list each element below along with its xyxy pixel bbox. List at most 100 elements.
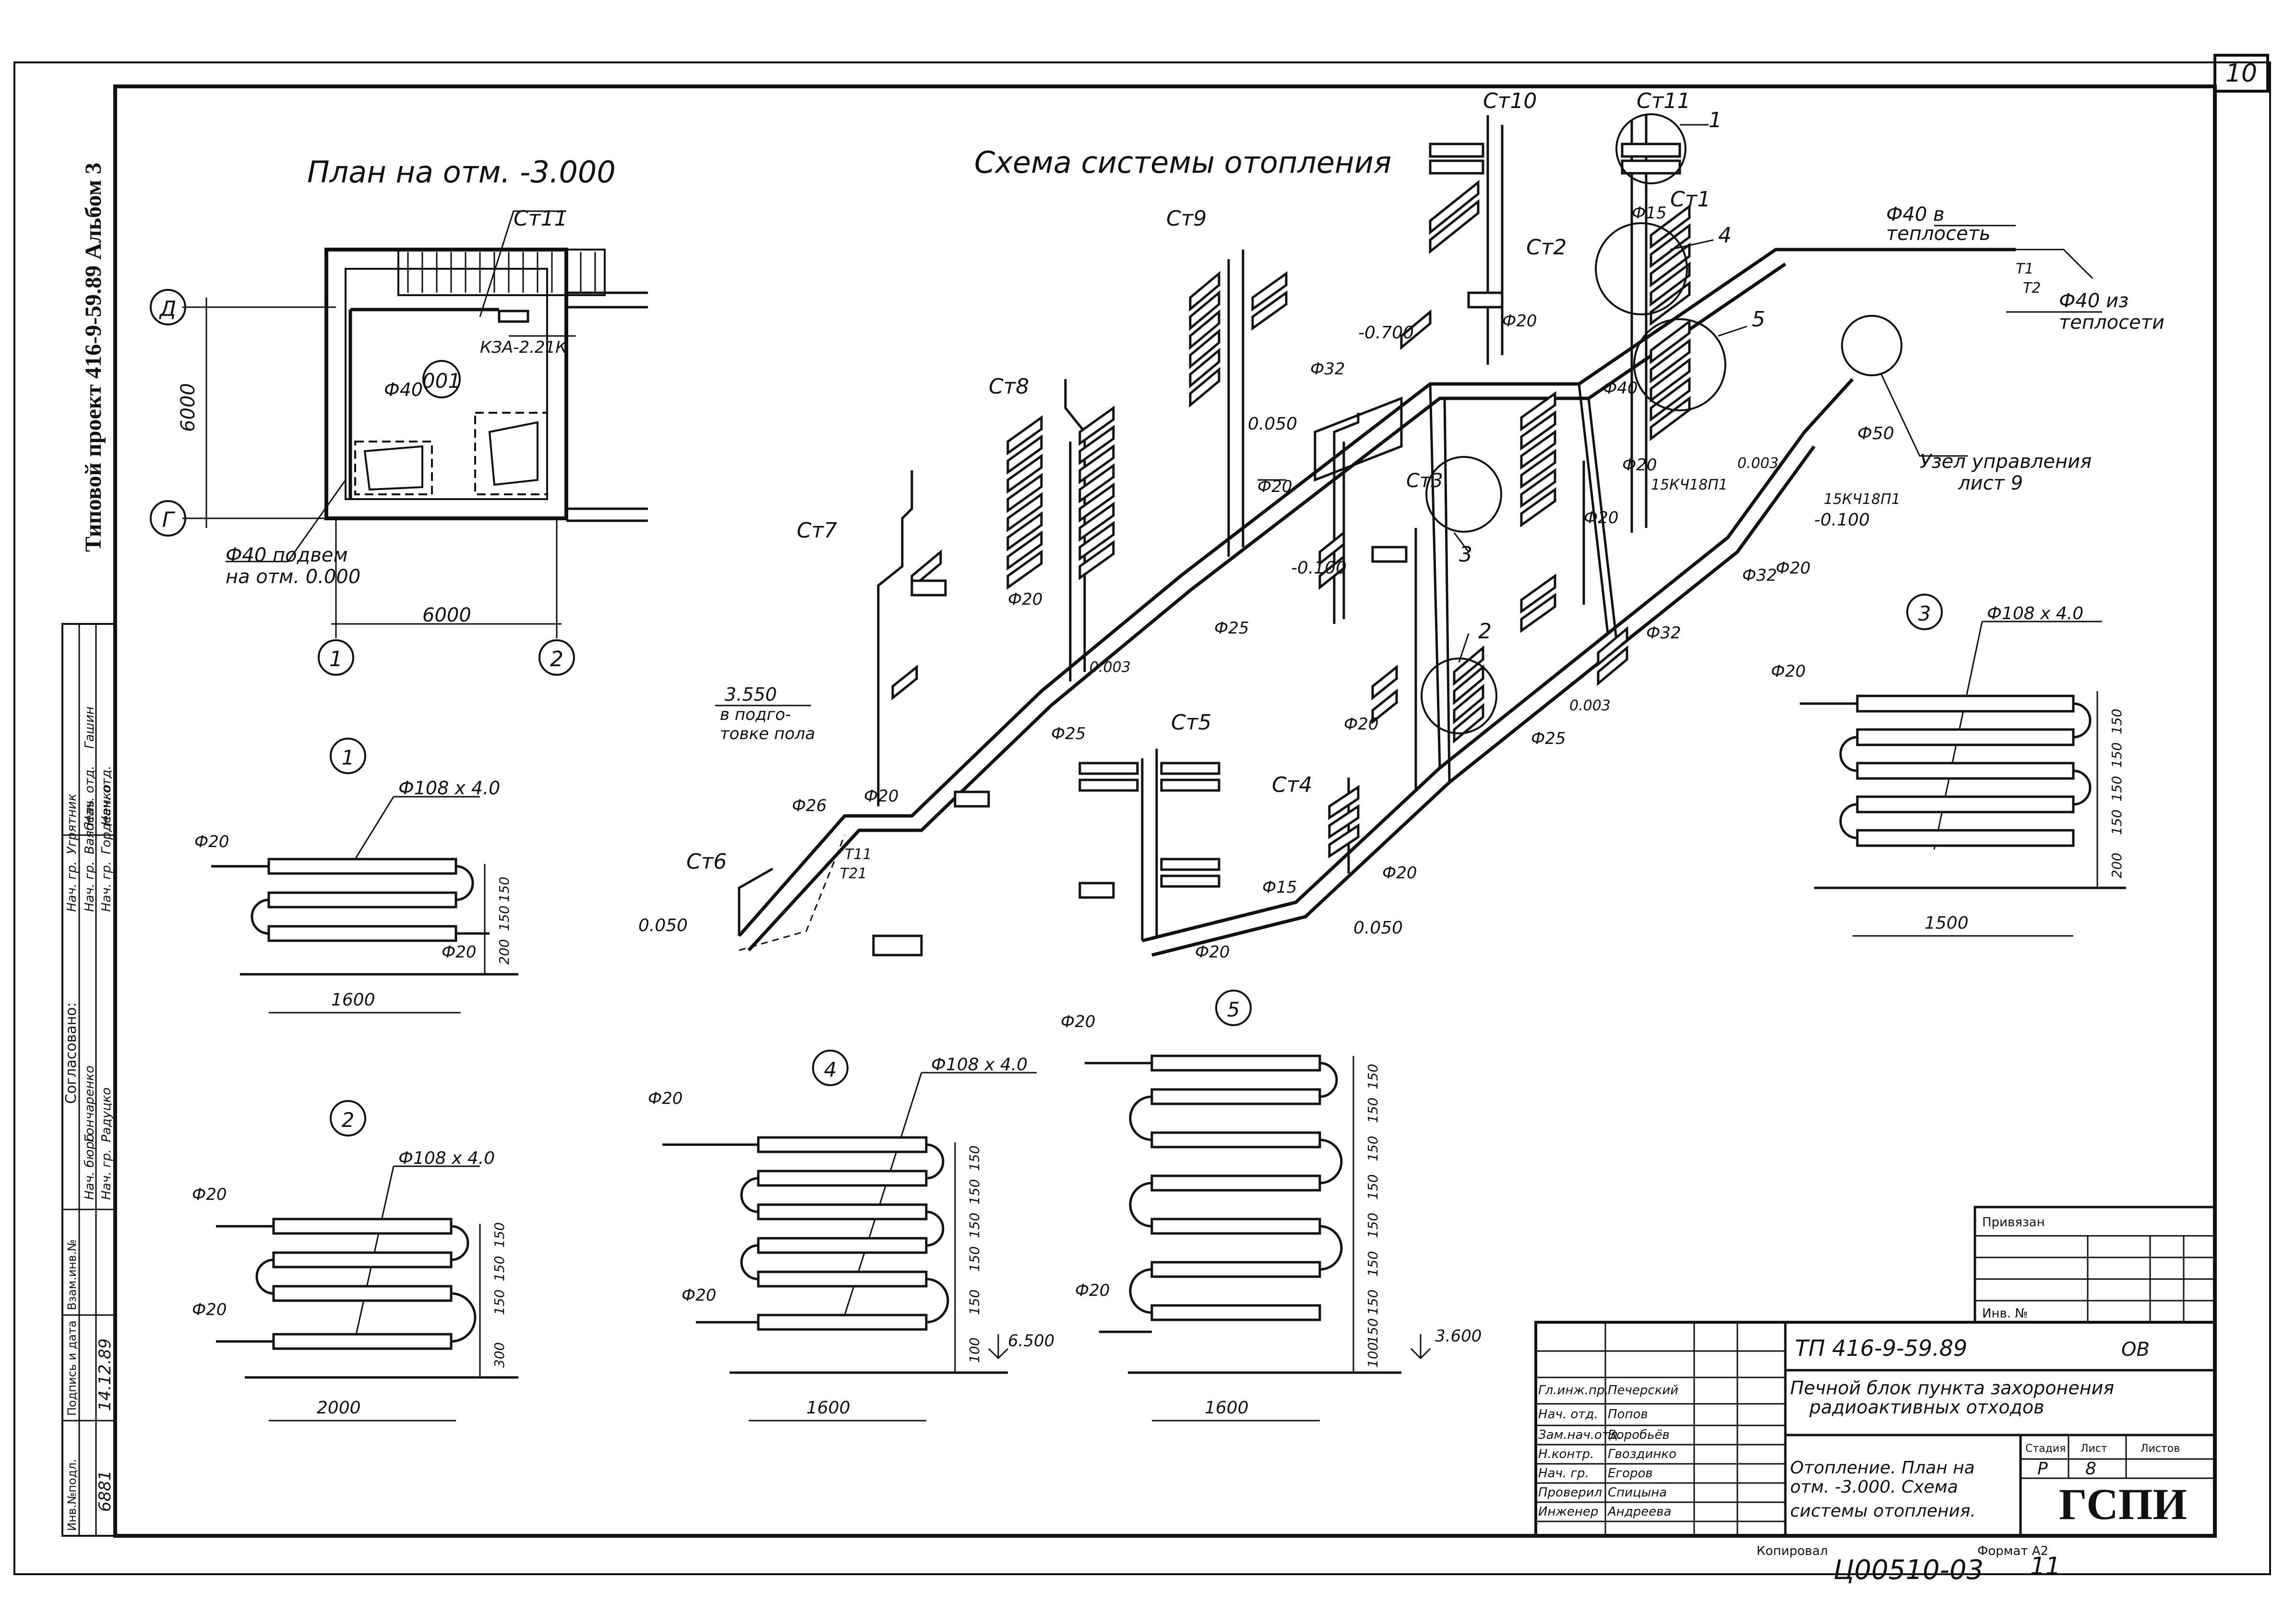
staff-name-2: Воробьёв — [1608, 1428, 1670, 1442]
staff-role-6: Инженер — [1538, 1505, 1598, 1519]
detail-4-dim-4: 150 — [967, 1290, 982, 1315]
plan-note-line1: Ф40 подвем — [226, 544, 348, 566]
detail-4-dim-0: 150 — [967, 1146, 982, 1171]
approval-row-0: Нач. бюро — [83, 1134, 97, 1200]
bottom-code: Ц00510-03 — [1833, 1555, 1984, 1586]
level-6: 0.050 — [1353, 918, 1403, 938]
detail-3-width: 1500 — [1925, 913, 1969, 933]
floor-note-2: товке пола — [720, 724, 815, 743]
sheet-label: Лист — [2081, 1443, 2107, 1455]
doc-code: ТП 416-9-59.89 — [1795, 1335, 1967, 1361]
privyazan-label: Привязан — [1982, 1215, 2045, 1230]
slope-2: 0.003 — [1737, 455, 1779, 472]
approval-name-4: Угрятник — [65, 793, 79, 854]
pipe-label-8: Ф32 — [1646, 623, 1681, 643]
axis-bubble-right — [538, 639, 575, 676]
sign-label: Подпись и дата — [65, 1320, 79, 1416]
riser-st10: Ст10 — [1483, 89, 1537, 113]
detail-5-pipe-in: Ф20 — [1061, 1012, 1096, 1031]
scheme-title: Схема системы отопления — [974, 145, 1391, 180]
approval-stamp: Согласовано: Нач. бюро Гончаренко Нач. г… — [61, 623, 116, 1537]
axis-left: 1 — [329, 647, 343, 671]
pipe-label-1: Ф20 — [1502, 311, 1537, 331]
detail-5-dim-7: 150 — [1365, 1318, 1381, 1344]
replace-label: Взам.инв.№ — [65, 1239, 79, 1310]
level-5: 0.050 — [638, 916, 688, 935]
pipe-label-7: Ф25 — [1531, 729, 1566, 748]
format-label: Формат А2 — [1977, 1544, 2048, 1558]
detail-1-width: 1600 — [331, 990, 375, 1010]
pipe-label-3: Ф40 — [1603, 379, 1638, 398]
inv-no-label: Инв. № — [1982, 1306, 2028, 1321]
detail-5-dim-0: 150 — [1365, 1064, 1381, 1089]
detail-4-width: 1600 — [806, 1398, 850, 1418]
detail-4: 4 Ф108 х 4.0 Ф20 Ф20 150 150 150 150 150… — [648, 1050, 1054, 1422]
detail-2-width: 2000 — [317, 1398, 361, 1418]
plan-title: План на отм. -3.000 — [307, 155, 616, 190]
riser-st3: Ст3 — [1406, 470, 1443, 492]
detail-3-pipe-in: Ф20 — [1771, 662, 1806, 681]
axis-bottom: Г — [162, 508, 176, 532]
valve-1: 15КЧ18П1 — [1651, 477, 1728, 493]
detail-4-pipe-out: Ф20 — [682, 1286, 717, 1305]
staff-role-0: Гл.инж.пр. — [1538, 1383, 1609, 1398]
detail-4-dim-5: 100 — [967, 1338, 982, 1363]
detail-1-pipe-in: Ф20 — [194, 832, 229, 851]
slope-3: 0.003 — [1569, 697, 1611, 714]
outer-frame — [13, 61, 2271, 1575]
riser-st1: Ст1 — [1670, 187, 1710, 212]
callout-1: 1 — [1709, 108, 1722, 132]
detail-4-num: 4 — [824, 1058, 837, 1081]
detail-3-dim-1: 150 — [2109, 742, 2125, 768]
page-number: 10 — [2225, 59, 2257, 88]
title-block: Привязан Инв. № ТП 416-9-59.89 ОВ Печной… — [1534, 1206, 2216, 1537]
pipe-label-10: Ф20 — [1257, 477, 1292, 496]
staff-name-0: Печерский — [1608, 1383, 1678, 1398]
axis-right: 2 — [550, 647, 563, 671]
copied-by: Копировал — [1757, 1544, 1828, 1558]
network-out-2: теплосети — [2059, 311, 2164, 334]
drawing-line3: системы отопления. — [1790, 1501, 1976, 1521]
riser-st7: Ст7 — [797, 518, 837, 543]
level-2: 0.050 — [1248, 414, 1297, 434]
riser-st8: Ст8 — [989, 374, 1029, 399]
riser-st5: Ст5 — [1171, 710, 1211, 735]
detail-2: 2 Ф108 х 4.0 Ф20 Ф20 150 150 150 300 200… — [192, 1100, 518, 1422]
detail-1: 1 Ф108 х 4.0 Ф20 Ф20 150 150 200 1600 — [194, 738, 518, 1014]
detail-3-dim-2: 150 — [2109, 776, 2125, 802]
heating-scheme: Ст10 Ст11 Ст9 Ст1 Ст2 Ст8 Ст7 Ст3 Ст5 Ст… — [638, 89, 2164, 962]
pipe-label-14: Ф20 — [1584, 508, 1619, 527]
control-unit-2: лист 9 — [1958, 472, 2023, 494]
detail-5-num: 5 — [1227, 998, 1240, 1021]
staff-name-5: Спицына — [1608, 1485, 1667, 1500]
staff-role-2: Зам.нач.отд. — [1538, 1428, 1622, 1442]
axis-bubble-left — [318, 639, 354, 676]
staff-name-1: Попов — [1608, 1407, 1648, 1422]
drawing-line1: Отопление. План на — [1790, 1458, 1975, 1478]
slope-1: 0.003 — [1089, 659, 1131, 676]
floor-plan: 001 Ст11 КЗА-2.21К Ф40 Ф40 подвем на отм… — [150, 206, 648, 676]
staff-name-6: Андреева — [1607, 1505, 1672, 1519]
riser-st2: Ст2 — [1526, 235, 1567, 260]
pipe-label-5: Ф25 — [1214, 619, 1249, 638]
approval-name-0: Гончаренко — [83, 1065, 97, 1142]
pipe-label-18: Ф20 — [1008, 590, 1043, 609]
control-unit-1: Узел управления — [1920, 451, 2092, 473]
marking-t11: Т11 — [845, 846, 872, 863]
callout-5: 5 — [1752, 307, 1765, 332]
callout-circle-4 — [1595, 222, 1688, 315]
pipe-label-12: Ф20 — [1382, 863, 1417, 883]
callout-circle-3 — [1425, 456, 1502, 533]
sheet-value: 8 — [2085, 1459, 2096, 1479]
pipe-label-9: Ф32 — [1742, 566, 1777, 585]
network-in-1: Ф40 в — [1886, 203, 1945, 226]
detail-4-label: Ф108 х 4.0 — [931, 1055, 1028, 1075]
pipe-label-6: Ф25 — [1051, 724, 1086, 743]
plan-dim-vertical: 6000 — [177, 383, 199, 432]
object-line2: радиоактивных отходов — [1809, 1397, 2045, 1418]
callout-4: 4 — [1718, 223, 1732, 248]
detail-3-dim-3: 150 — [2109, 810, 2125, 835]
detail-5-dim-6: 150 — [1365, 1290, 1381, 1315]
riser-st9: Ст9 — [1166, 206, 1207, 231]
